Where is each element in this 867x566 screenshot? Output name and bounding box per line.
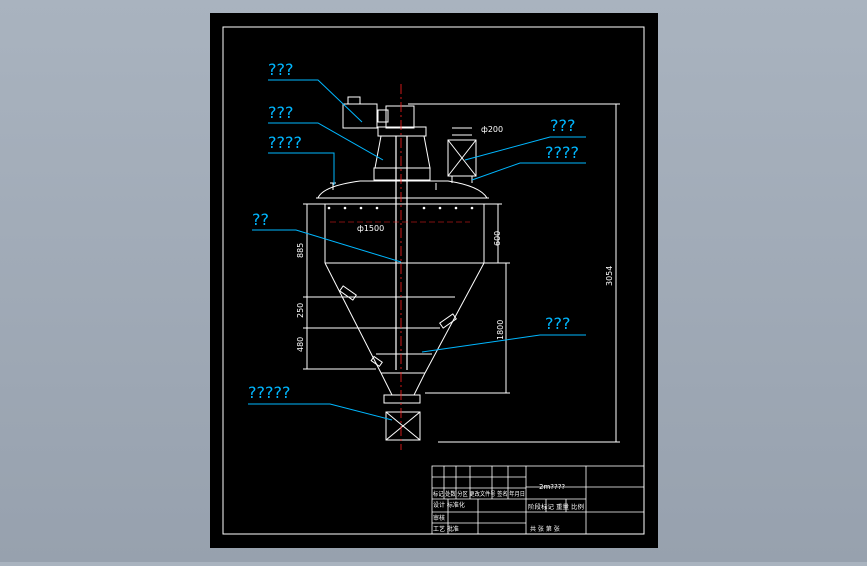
- dim-total-height: 3054: [605, 266, 614, 286]
- support-flange: [373, 167, 431, 181]
- callout-motor: ???: [268, 60, 293, 79]
- callout-labels: ??? ??? ???? ?? ??? ???? ??? ?????: [248, 60, 579, 402]
- cone-left: [324, 262, 382, 374]
- motor-terminal-box: [347, 96, 361, 105]
- callout-outlet-valve: ?????: [248, 383, 290, 402]
- leader-lines: [248, 79, 586, 421]
- dim-left-lower: 480: [296, 337, 305, 352]
- callout-flange-top: ????: [268, 133, 302, 152]
- title-designer-row: 设计 标准化: [433, 501, 465, 509]
- callout-reducer: ???: [268, 103, 293, 122]
- dim-left-middle: 250: [296, 303, 305, 318]
- callout-inlet-pipe: ????: [545, 143, 579, 162]
- title-block: [431, 465, 645, 535]
- drawing-name: 2m????: [539, 483, 565, 491]
- title-review-row: 审核: [433, 514, 445, 522]
- outlet-flange: [383, 394, 421, 404]
- outlet-neck-left: [380, 372, 393, 396]
- title-sheet-row: 共 张 第 张: [530, 525, 560, 533]
- outlet-neck-right: [413, 372, 426, 396]
- dim-tank-diameter: ф1500: [357, 224, 384, 233]
- dim-pipe-diameter: ф200: [481, 125, 503, 134]
- top-dome: [317, 180, 488, 199]
- callout-inlet-valve: ???: [550, 116, 575, 135]
- title-header-row: 标记 处数 分区 更改文件号 签名 年月日: [433, 490, 525, 498]
- outlet-valve-body: [385, 411, 421, 441]
- cone-right: [424, 262, 485, 374]
- dimension-labels: ф200 ф1500 3054 600 1800 885 250 480: [296, 125, 614, 352]
- title-block-text: 2m???? 标记 处数 分区 更改文件号 签名 年月日 设计 标准化 阶段标记…: [433, 483, 584, 533]
- dim-cone-height: 1800: [496, 320, 505, 340]
- callout-shaft: ??: [252, 210, 269, 229]
- flange-bolts: [327, 206, 474, 210]
- drawing-sheet: [210, 13, 658, 548]
- callout-agitator-blade: ???: [545, 314, 570, 333]
- dim-cylinder-height: 600: [493, 231, 502, 246]
- title-stage-row: 阶段标记 重量 比例: [528, 503, 584, 511]
- vessel-outline: [303, 96, 620, 443]
- title-process-row: 工艺 批准: [433, 525, 459, 533]
- motor-coupling: [377, 109, 389, 123]
- reducer-body: [385, 105, 415, 129]
- inlet-valve-body: [447, 139, 477, 177]
- dim-left-upper: 885: [296, 243, 305, 258]
